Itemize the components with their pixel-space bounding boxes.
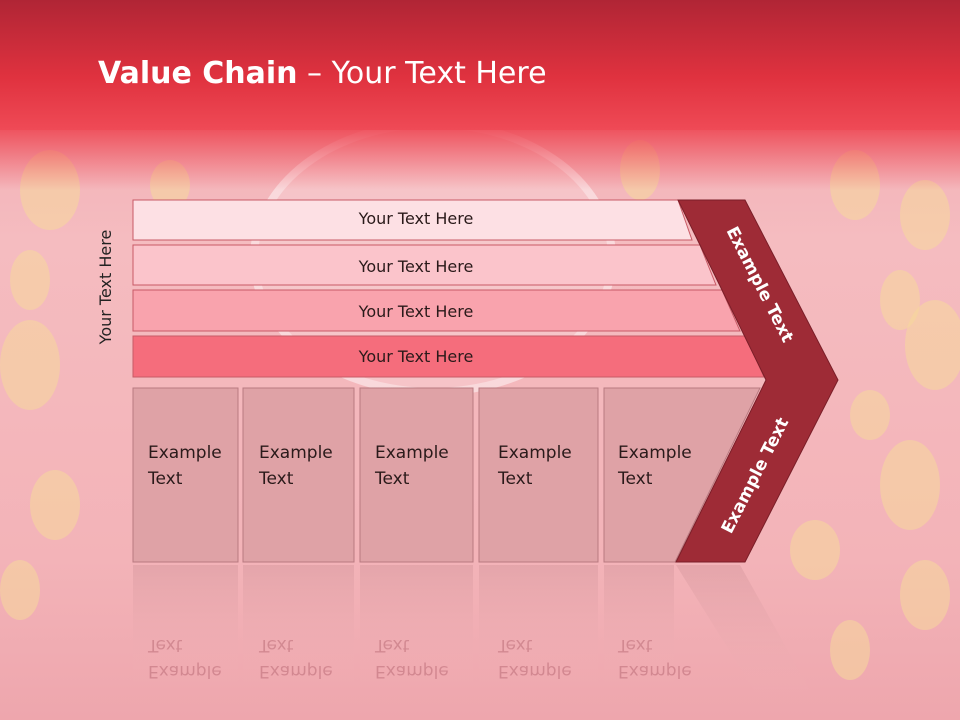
arrow-reflection bbox=[676, 565, 810, 700]
title-bold: Value Chain bbox=[98, 56, 298, 91]
column-label-2-line1: Example bbox=[259, 443, 333, 463]
row-label-2: Your Text Here bbox=[358, 257, 474, 276]
background-dot bbox=[830, 620, 870, 680]
row-band-3 bbox=[132, 289, 741, 332]
column-reflection bbox=[133, 565, 238, 685]
background-dot bbox=[905, 300, 960, 390]
background-dot bbox=[10, 250, 50, 310]
background-dot bbox=[900, 180, 950, 250]
column-label-4-line1: Example bbox=[498, 443, 572, 463]
column-label-5-line2: Text bbox=[618, 469, 653, 489]
row-label-3: Your Text Here bbox=[358, 302, 474, 321]
column-reflection bbox=[604, 565, 674, 685]
row-band-2 bbox=[132, 244, 717, 286]
background-dot bbox=[900, 560, 950, 630]
background-dot bbox=[0, 560, 40, 620]
column-label-1-line2: Text bbox=[148, 469, 183, 489]
column-box-2 bbox=[242, 387, 355, 563]
background-dot bbox=[790, 520, 840, 580]
column-box-3 bbox=[359, 387, 474, 563]
row-band-1 bbox=[132, 199, 693, 241]
background-dot bbox=[880, 440, 940, 530]
background-dot bbox=[850, 390, 890, 440]
column-reflection bbox=[479, 565, 598, 685]
column-box-1 bbox=[132, 387, 239, 563]
header-bar bbox=[0, 0, 960, 130]
column-box-5 bbox=[603, 387, 761, 563]
row-label-4: Your Text Here bbox=[358, 347, 474, 366]
background-dot bbox=[30, 470, 80, 540]
column-box-4 bbox=[478, 387, 599, 563]
column-label-3-line1: Example bbox=[375, 443, 449, 463]
column-label-5-line1: Example bbox=[618, 443, 692, 463]
column-reflection bbox=[243, 565, 354, 685]
column-label-1-line1: Example bbox=[148, 443, 222, 463]
column-label-3-line2: Text bbox=[375, 469, 410, 489]
header-fade bbox=[0, 130, 960, 190]
background-dot bbox=[0, 320, 60, 410]
chevron-arrow bbox=[675, 199, 839, 563]
row-label-1: Your Text Here bbox=[358, 209, 474, 228]
column-reflection bbox=[360, 565, 473, 685]
title-rest: – Your Text Here bbox=[297, 56, 547, 91]
page-title: Value Chain – Your Text Here bbox=[98, 56, 547, 91]
column-label-2-line2: Text bbox=[259, 469, 294, 489]
column-label-4-line2: Text bbox=[498, 469, 533, 489]
